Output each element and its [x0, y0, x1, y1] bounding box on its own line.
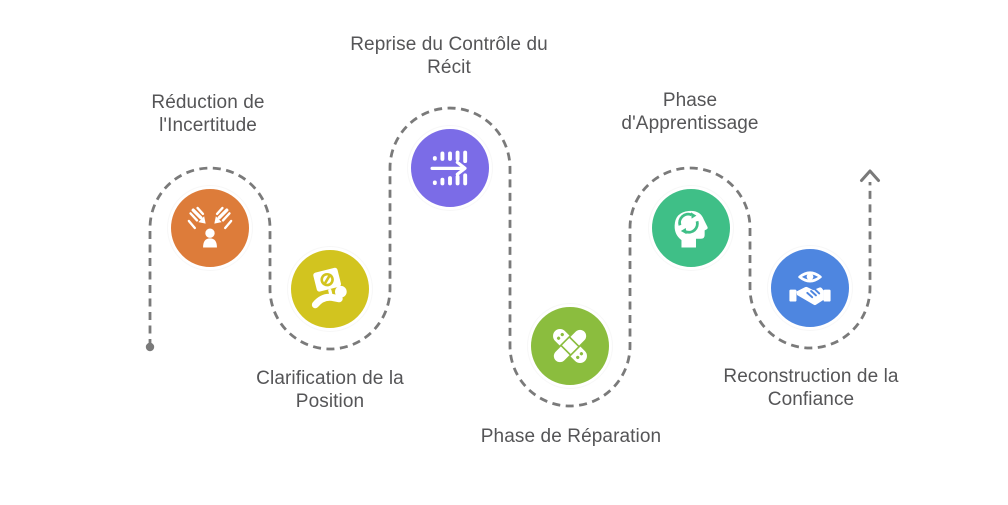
path-end-arrow-icon [860, 169, 880, 182]
pressure-arrows-person-icon [187, 206, 233, 248]
step-label-phase-apprentissage: Phase d'Apprentissage [621, 90, 759, 134]
step-circle-phase-apprentissage [649, 186, 733, 270]
head-recycle-icon [674, 210, 708, 248]
step-label-reconstruction-confiance: Reconstruction de la Confiance [723, 366, 899, 410]
path-start-dot [145, 342, 155, 352]
protest-sign-icon [311, 267, 347, 309]
arrow-through-crosswalk-icon [430, 150, 468, 186]
step-circle-reconstruction-confiance [768, 246, 852, 330]
step-label-reprise-controle: Reprise du Contrôle du Récit [350, 34, 548, 78]
step-label-phase-reparation: Phase de Réparation [480, 426, 662, 447]
dashed-route-line [148, 106, 872, 408]
step-circle-reprise-controle [408, 126, 492, 210]
step-circle-reduction-incertitude [168, 186, 252, 270]
step-label-reduction-incertitude: Réduction de l'Incertitude [151, 92, 265, 136]
crossed-bandages-icon [552, 328, 588, 364]
step-label-clarification-position: Clarification de la Position [256, 368, 404, 412]
eye-over-handshake-icon [789, 271, 831, 306]
step-circle-phase-reparation [528, 304, 612, 388]
step-circle-clarification-position [288, 247, 372, 331]
